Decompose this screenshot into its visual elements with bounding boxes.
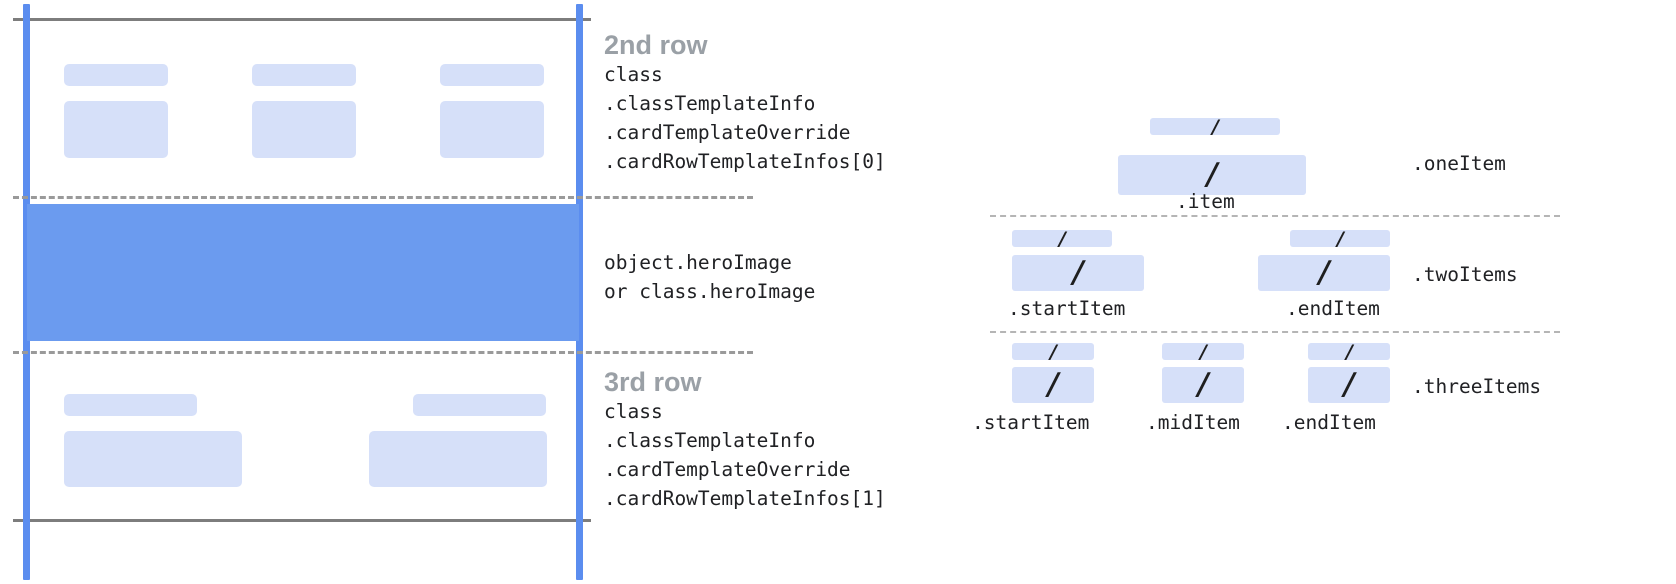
second-row-annotation: 2nd row class .classTemplateInfo .cardTe… — [604, 30, 886, 176]
item-variants-diagram: / / .item .oneItem / / .startItem / / .e… — [960, 0, 1676, 584]
row-divider-bottom — [13, 351, 753, 354]
three-items-start-label: .startItem — [972, 411, 1090, 434]
three-items-end-label: .endItem — [1282, 411, 1376, 434]
slash-glyph: / — [1197, 367, 1209, 402]
one-item-label-bar: / — [1150, 118, 1280, 135]
one-item-variant-label: .oneItem — [1412, 152, 1506, 175]
one-item-item-label: .item — [1176, 190, 1235, 213]
row2-col1-label-placeholder — [64, 64, 168, 86]
card-layout-diagram: 2nd row class .classTemplateInfo .cardTe… — [0, 0, 886, 584]
row2-col2-label-placeholder — [252, 64, 356, 86]
row2-col2-value-placeholder — [252, 101, 356, 158]
variant-divider-bottom — [990, 331, 1560, 333]
three-items-end-value-bar: / — [1308, 367, 1390, 403]
two-items-start-value-bar: / — [1012, 255, 1144, 291]
row2-col1-value-placeholder — [64, 101, 168, 158]
third-row-code-line-2: .cardTemplateOverride — [604, 457, 851, 481]
second-row-code-line-3: .cardRowTemplateInfos[0] — [604, 149, 886, 173]
slash-glyph: / — [1047, 367, 1059, 402]
two-items-start-label: .startItem — [1008, 297, 1126, 320]
two-items-start-label-bar: / — [1012, 230, 1112, 247]
second-row-title: 2nd row — [604, 30, 708, 60]
third-row-code-line-1: .classTemplateInfo — [604, 428, 816, 452]
row2-col3-label-placeholder — [440, 64, 544, 86]
card-right-rail — [576, 4, 583, 580]
two-items-variant-label: .twoItems — [1412, 263, 1518, 286]
slash-glyph: / — [1206, 157, 1218, 192]
row2-col3-value-placeholder — [440, 101, 544, 158]
card-top-rule — [13, 18, 591, 21]
row3-col1-value-placeholder — [64, 431, 242, 487]
card-bottom-rule — [13, 519, 591, 522]
row3-col2-value-placeholder — [369, 431, 547, 487]
three-items-mid-label: .midItem — [1146, 411, 1240, 434]
two-items-end-label-bar: / — [1290, 230, 1390, 247]
three-items-start-value-bar: / — [1012, 367, 1094, 403]
three-items-mid-label-bar: / — [1162, 343, 1244, 360]
second-row-code-line-1: .classTemplateInfo — [604, 91, 816, 115]
slash-glyph: / — [1336, 230, 1344, 247]
third-row-code-line-0: class — [604, 400, 663, 424]
three-items-end-label-bar: / — [1308, 343, 1390, 360]
second-row-code-line-2: .cardTemplateOverride — [604, 120, 851, 144]
row-divider-top — [13, 196, 753, 199]
second-row-code-line-0: class — [604, 63, 663, 87]
variant-divider-top — [990, 215, 1560, 217]
row3-col2-label-placeholder — [413, 394, 546, 416]
row3-col1-label-placeholder — [64, 394, 197, 416]
card-left-rail — [23, 4, 30, 580]
one-item-value-bar: / — [1118, 155, 1306, 195]
two-items-end-value-bar: / — [1258, 255, 1390, 291]
three-items-start-label-bar: / — [1012, 343, 1094, 360]
slash-glyph: / — [1345, 343, 1353, 360]
slash-glyph: / — [1049, 343, 1057, 360]
three-items-variant-label: .threeItems — [1412, 375, 1542, 398]
three-items-mid-value-bar: / — [1162, 367, 1244, 403]
hero-code-line-1: or class.heroImage — [604, 279, 816, 303]
hero-image-annotation: object.heroImage or class.heroImage — [604, 249, 815, 307]
slash-glyph: / — [1058, 230, 1066, 247]
third-row-title: 3rd row — [604, 367, 702, 397]
slash-glyph: / — [1211, 118, 1219, 135]
slash-glyph: / — [1072, 255, 1084, 290]
slash-glyph: / — [1343, 367, 1355, 402]
slash-glyph: / — [1199, 343, 1207, 360]
two-items-end-label: .endItem — [1286, 297, 1380, 320]
third-row-annotation: 3rd row class .classTemplateInfo .cardTe… — [604, 367, 886, 513]
slash-glyph: / — [1318, 255, 1330, 290]
hero-code-line-0: object.heroImage — [604, 251, 792, 274]
third-row-code-line-3: .cardRowTemplateInfos[1] — [604, 486, 886, 510]
hero-image-block — [27, 204, 579, 341]
